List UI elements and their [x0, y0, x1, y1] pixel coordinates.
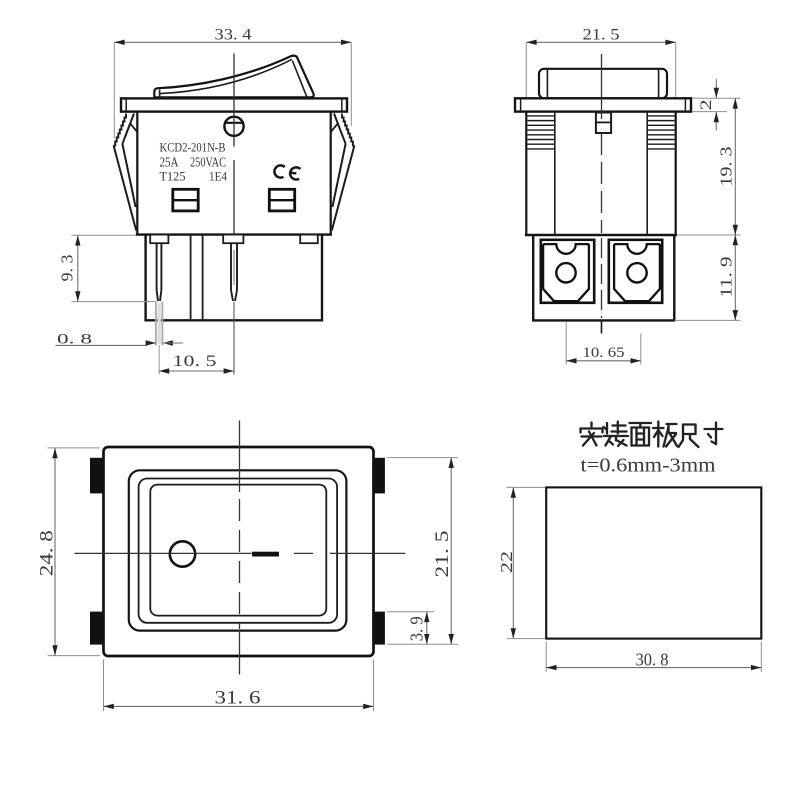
svg-text:19. 3: 19. 3 [716, 147, 735, 187]
svg-text:9. 3: 9. 3 [57, 255, 76, 282]
svg-text:21. 5: 21. 5 [583, 27, 620, 44]
svg-text:11. 9: 11. 9 [716, 257, 735, 298]
svg-text:10. 65: 10. 65 [583, 345, 625, 361]
svg-text:24. 8: 24. 8 [37, 530, 57, 576]
svg-text:25A: 25A [160, 155, 179, 170]
svg-text:31. 6: 31. 6 [215, 688, 261, 709]
svg-text:3. 9: 3. 9 [407, 616, 427, 641]
svg-text:2: 2 [698, 99, 715, 110]
svg-text:33. 4: 33. 4 [215, 27, 252, 44]
svg-text:KCD2-201N-B: KCD2-201N-B [160, 139, 226, 154]
svg-text:22: 22 [497, 551, 516, 573]
svg-text:1E4: 1E4 [209, 169, 227, 184]
svg-text:21. 5: 21. 5 [433, 531, 453, 578]
svg-text:250VAC: 250VAC [190, 155, 226, 170]
svg-text:10. 5: 10. 5 [173, 353, 217, 370]
svg-text:T125: T125 [160, 169, 186, 184]
svg-text:t=0.6mm-3mm: t=0.6mm-3mm [581, 455, 716, 477]
svg-text:30. 8: 30. 8 [636, 650, 669, 670]
svg-text:0. 8: 0. 8 [57, 332, 92, 348]
